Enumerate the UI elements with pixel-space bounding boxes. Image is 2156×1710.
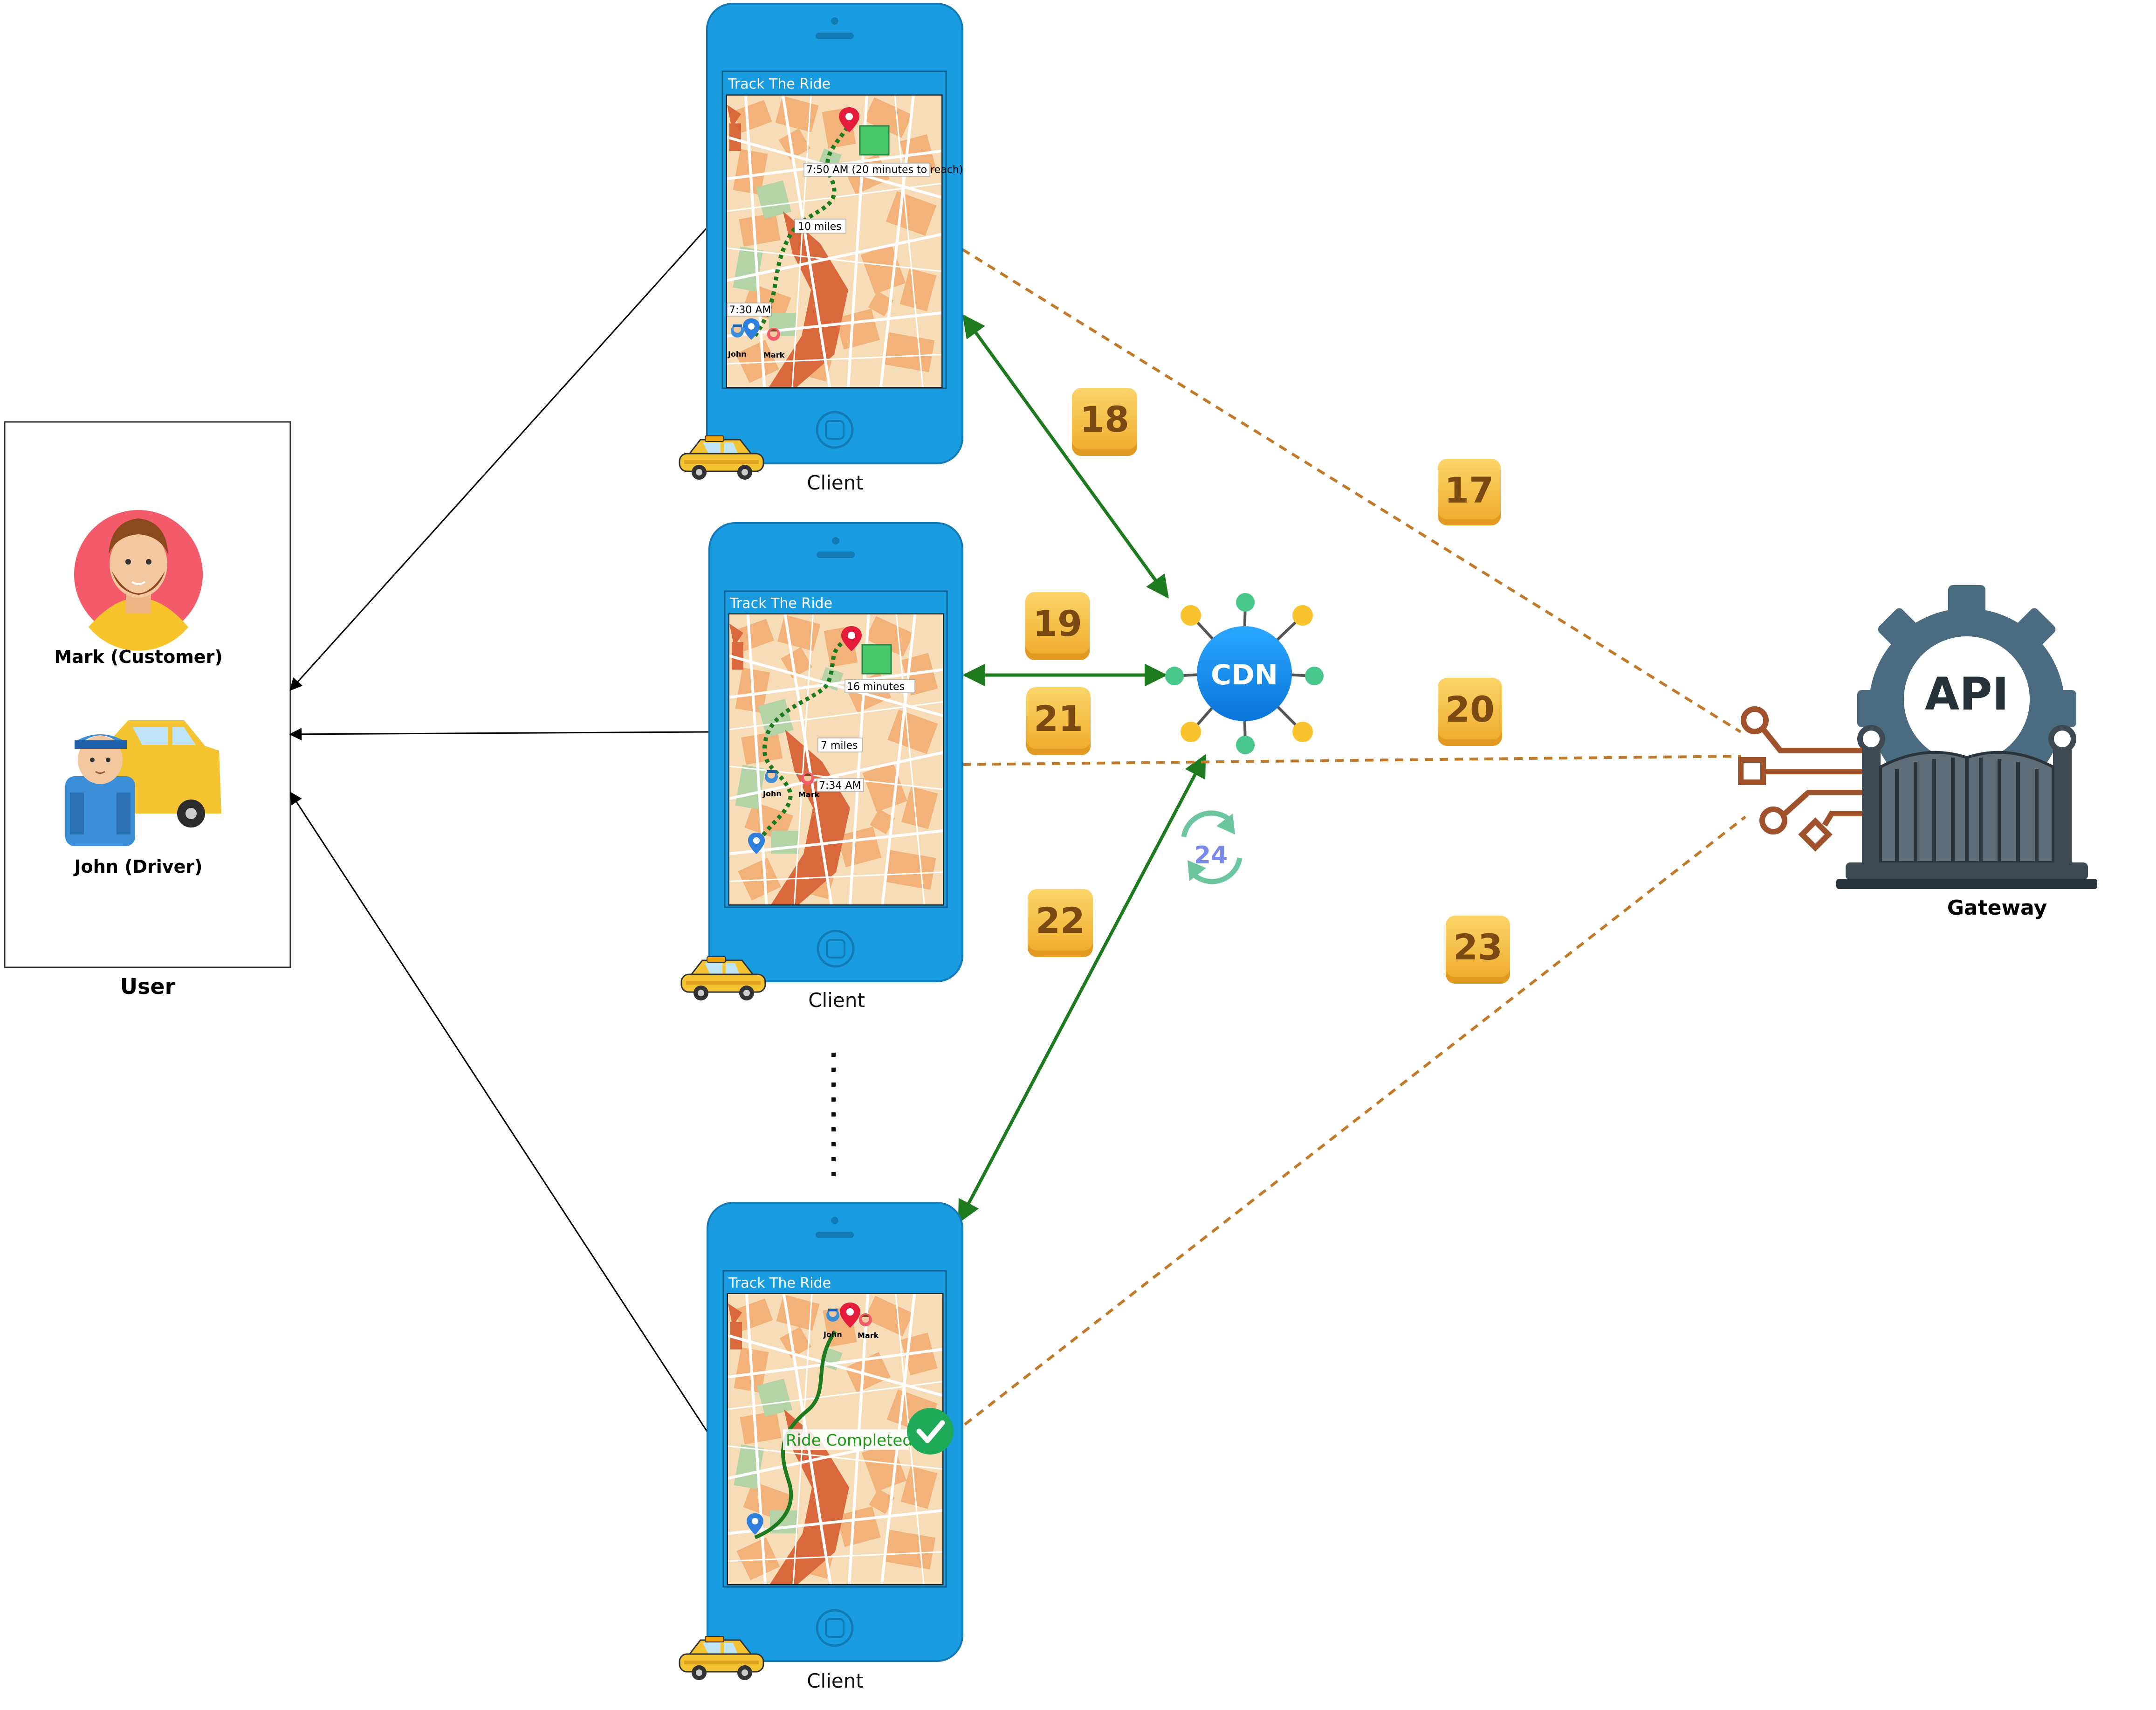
eta-label: 7:50 AM (20 minutes to reach) [806,164,963,176]
client2-gateway-link [962,755,1741,766]
home-button[interactable] [816,1609,854,1647]
cdn-badge-text: 24 [1194,841,1228,869]
svg-text:22: 22 [1036,900,1085,941]
more-clients-ellipsis [831,1053,836,1176]
client-phone-3: Track The Ride John Mark Ride Completed … [679,1202,963,1692]
customer-name: Mark [858,1331,879,1340]
step-badge-21: 21 [1026,687,1091,755]
svg-text:21: 21 [1034,698,1083,739]
client3-to-user-arrow [289,791,709,1434]
destination-building-icon [859,125,890,156]
gateway-node: API [1738,585,2097,920]
step-badge-23: 23 [1446,916,1510,984]
step-badge-20: 20 [1438,678,1502,746]
ride-map[interactable]: John Mark Ride Completed [727,1293,944,1586]
client-label: Client [807,1669,864,1692]
step-badge-22: 22 [1028,889,1093,957]
step-badge-19: 19 [1025,592,1090,660]
driver-avatar-icon [65,720,221,846]
customer-marker-icon [859,1313,872,1326]
cdn-node: CDN [1165,593,1324,754]
cdn-label: CDN [1211,659,1278,691]
client3-cdn-link [957,754,1207,1224]
ride-status-label: Ride Completed [786,1431,913,1450]
customer-marker-icon [801,772,814,785]
distance-label: 7 miles [821,740,858,752]
svg-text:19: 19 [1033,603,1082,644]
api-label: API [1925,668,2009,720]
client-label: Client [807,471,864,494]
screen-title: Track The Ride [728,76,831,92]
driver-name: John [762,789,782,798]
customer-name: Mark [798,790,820,799]
customer-label: Mark (Customer) [54,647,222,667]
customer-avatar-icon [74,510,203,651]
time-label: 7:30 AM [729,304,771,316]
customer-name: Mark [763,351,785,359]
client1-cdn-link [962,314,1169,599]
home-button[interactable] [816,411,854,449]
driver-name: John [728,350,747,359]
step-badge-17: 17 [1438,459,1501,525]
step-badges: 18 17 19 21 20 22 23 [1025,388,1510,984]
connectors [289,225,1746,1435]
client2-to-user-arrow [289,728,709,741]
ride-map[interactable]: 7:50 AM (20 minutes to reach) 10 miles 7… [726,94,963,388]
client1-to-user-arrow [289,225,709,691]
driver-name: John [823,1330,842,1339]
step-badge-18: 18 [1072,388,1137,456]
user-box-title: User [120,974,176,999]
screen-title: Track The Ride [729,595,832,612]
cdn-globe-icon [1197,626,1292,721]
distance-label: 10 miles [798,221,842,233]
eta-label: 16 minutes [847,681,905,693]
driver-marker-icon [731,324,744,338]
circuit-icon [1738,706,1862,852]
svg-text:20: 20 [1445,689,1495,730]
svg-text:17: 17 [1444,469,1494,511]
screen-title: Track The Ride [728,1275,831,1291]
gate-icon [1836,725,2097,889]
svg-text:18: 18 [1080,399,1129,440]
route-line [753,638,847,849]
customer-marker-icon [767,328,780,341]
driver-marker-icon [826,1309,839,1322]
user-box: Mark (Customer) John (Driver) User [4,421,291,999]
svg-text:23: 23 [1453,926,1503,968]
ride-completed-check-icon [907,1408,954,1455]
home-button[interactable] [817,930,855,968]
driver-label: John (Driver) [73,856,203,877]
client-phone-2: Track The Ride 16 minutes 7 miles 7:34 A… [680,522,963,1012]
client1-gateway-link [961,248,1742,733]
driver-marker-icon [765,770,778,783]
ride-map[interactable]: 16 minutes 7 miles 7:34 AM John Mark [728,613,944,906]
route-line [753,116,855,337]
user-box-frame [4,421,291,968]
gateway-label: Gateway [1947,896,2047,920]
destination-building-icon [861,644,892,675]
client3-gateway-link [952,815,1746,1435]
time-label: 7:34 AM [819,780,861,792]
client-phone-1: Track The Ride 7:50 AM (20 minutes to re… [679,3,963,494]
always-available-24-icon: 24 [1181,810,1243,884]
client-label: Client [808,989,865,1012]
